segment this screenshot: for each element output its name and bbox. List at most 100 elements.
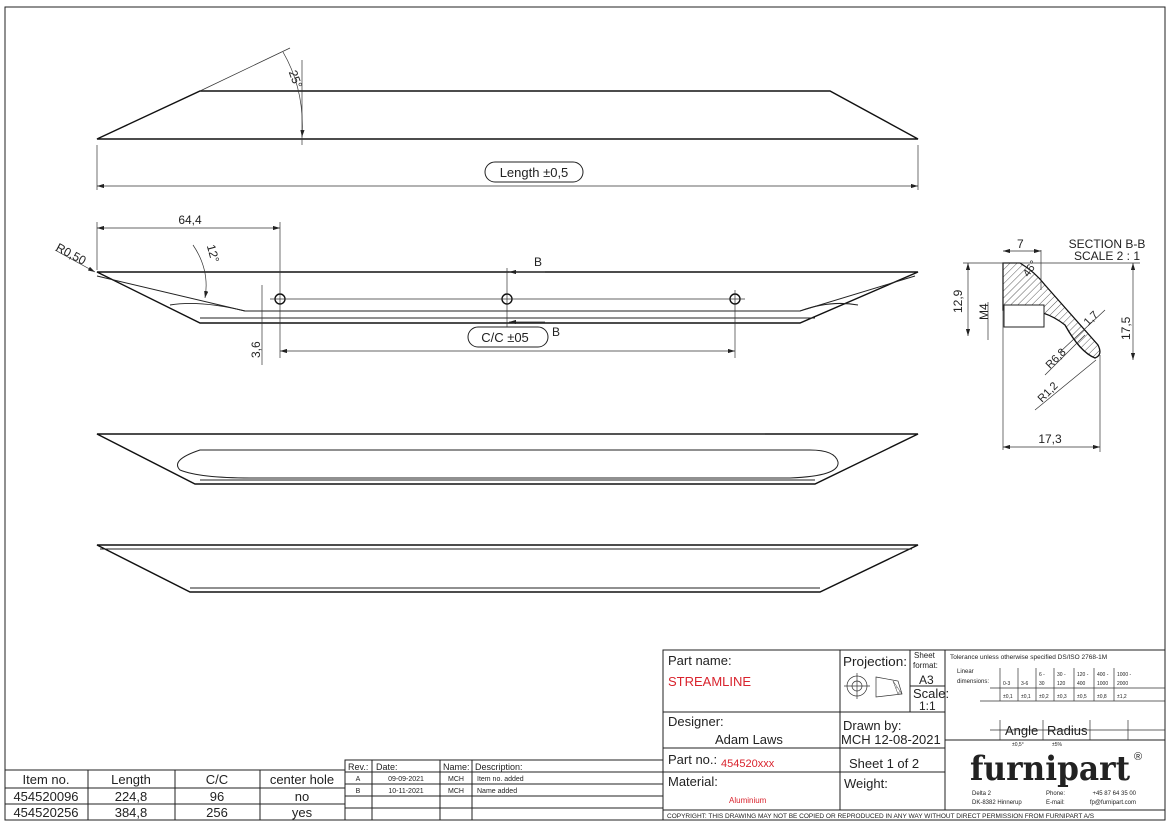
radius-r6-8: R6,8: [1044, 346, 1069, 371]
dim-7: 7: [1017, 237, 1024, 251]
tolerance-value: ±0,1: [1003, 694, 1013, 700]
designer: Adam Laws: [715, 732, 783, 747]
projection-symbol-icon: [844, 673, 903, 699]
section-marker-bottom: B: [552, 325, 560, 339]
tolerance-range: 1000 -: [1117, 672, 1132, 678]
projection-label: Projection:: [843, 654, 907, 669]
cell: 454520096: [13, 789, 78, 804]
angle-value: ±0,5°: [1012, 742, 1024, 748]
tolerance-range: 1000: [1097, 681, 1108, 687]
registered-mark: ®: [1134, 751, 1142, 763]
email-label: E-mail:: [1046, 800, 1065, 806]
sheet-number: Sheet 1 of 2: [849, 756, 919, 771]
part-no-label: Part no.:: [668, 752, 717, 767]
angle-12: 12°: [204, 243, 222, 264]
cell: 454520256: [13, 805, 78, 820]
company-block: furnipart ® Delta 2 DK-8382 Hinnerup Pho…: [970, 749, 1142, 806]
linear-label: dimensions:: [957, 679, 989, 685]
radius-value: ±5%: [1052, 742, 1063, 748]
copyright: COPYRIGHT: THIS DRAWING MAY NOT BE COPIE…: [667, 813, 1095, 820]
tolerance-range: 2000: [1117, 681, 1128, 687]
cell: Name added: [477, 788, 517, 795]
tolerance-range: 0-3: [1003, 681, 1010, 687]
part-name: STREAMLINE: [668, 674, 751, 689]
sheet-format-label: format:: [913, 661, 938, 670]
cell: B: [356, 788, 361, 795]
tolerance-range: 3-6: [1021, 681, 1028, 687]
length-label-box: [484, 161, 584, 183]
section-scale: SCALE 2 : 1: [1074, 249, 1140, 263]
cell: A: [356, 776, 361, 783]
cell: 09-09-2021: [388, 776, 424, 783]
header-description: Description:: [475, 762, 523, 772]
tolerance-range: 30 -: [1057, 672, 1066, 678]
title-block: Part name: STREAMLINE Designer: Adam Law…: [662, 649, 1166, 821]
tolerance-range: 6 -: [1039, 672, 1045, 678]
section-b-b: 7 SECTION B-B SCALE 2 : 1 46° 12,9 M4 17…: [951, 237, 1145, 452]
header-date: Date:: [376, 762, 398, 772]
scale-label: Scale:: [913, 686, 949, 701]
header-cc: C/C: [206, 772, 228, 787]
phone-label: Phone:: [1046, 791, 1065, 797]
dim-1-7: 1,7: [1082, 309, 1101, 328]
header-name: Name:: [443, 762, 470, 772]
tolerance-range: 400: [1077, 681, 1086, 687]
header-center-hole: center hole: [270, 772, 334, 787]
designer-label: Designer:: [668, 714, 724, 729]
angle-label: Angle: [1005, 723, 1038, 738]
address: Delta 2: [972, 791, 992, 797]
dim-17-3: 17,3: [1038, 432, 1062, 446]
part-no: 454520xxx: [721, 758, 775, 770]
length-label: Length ±0,5: [500, 165, 569, 180]
weight-label: Weight:: [844, 776, 888, 791]
cc-label-box: [467, 326, 549, 348]
drawn-by: MCH 12-08-2021: [841, 732, 941, 747]
header-length: Length: [111, 772, 151, 787]
cell: 256: [206, 805, 228, 820]
material: Aluminium: [729, 796, 767, 805]
top-view: Length ±0,5 25°: [96, 47, 919, 190]
radius-r050: R0,50: [54, 240, 89, 268]
cell: Item no. added: [477, 776, 524, 783]
radius-label: Radius: [1047, 723, 1088, 738]
address: DK-8382 Hinnerup: [972, 800, 1022, 806]
angle-25: 25°: [286, 68, 305, 90]
cell: MCH: [448, 788, 464, 795]
cell: yes: [292, 805, 313, 820]
scale: 1:1: [919, 699, 936, 713]
tolerance-table: Tolerance unless otherwise specified DS/…: [950, 654, 1165, 748]
dim-17-5: 17,5: [1119, 316, 1133, 340]
tolerance-value: ±0,3: [1057, 694, 1067, 700]
sheet-border: [4, 6, 1166, 821]
tolerance-value: ±1,2: [1117, 694, 1127, 700]
tolerance-value: ±0,2: [1039, 694, 1049, 700]
linear-label: Linear: [957, 669, 974, 675]
cc-label: C/C ±05: [481, 330, 529, 345]
dim-3-6: 3,6: [249, 341, 263, 358]
sheet-format: A3: [919, 673, 934, 687]
material-label: Material:: [668, 774, 718, 789]
part-name-label: Part name:: [668, 653, 732, 668]
cell: 96: [210, 789, 224, 804]
cell: MCH: [448, 776, 464, 783]
front-view: 64,4 12° R0,50 B C/C ±05 B 3,6: [54, 213, 919, 365]
tolerance-range: 120 -: [1077, 672, 1089, 678]
email: fp@furnipart.com: [1090, 800, 1136, 806]
cell: 10-11-2021: [388, 788, 423, 795]
tolerance-value: ±0,5: [1077, 694, 1087, 700]
section-marker-top: B: [534, 255, 542, 269]
cell: 224,8: [115, 789, 148, 804]
section-title: SECTION B-B: [1069, 237, 1146, 251]
cell: 384,8: [115, 805, 148, 820]
tolerance-range: 400 -: [1097, 672, 1109, 678]
header-rev: Rev.:: [348, 762, 368, 772]
tolerance-value: ±0,8: [1097, 694, 1107, 700]
tolerance-range: 30: [1039, 681, 1045, 687]
dim-12-9: 12,9: [951, 289, 965, 313]
tolerance-value: ±0,1: [1021, 694, 1031, 700]
dim-64-4: 64,4: [178, 213, 202, 227]
phone: +45 87 64 35 00: [1092, 791, 1136, 797]
cell: no: [295, 789, 309, 804]
bottom-view: [96, 433, 919, 485]
